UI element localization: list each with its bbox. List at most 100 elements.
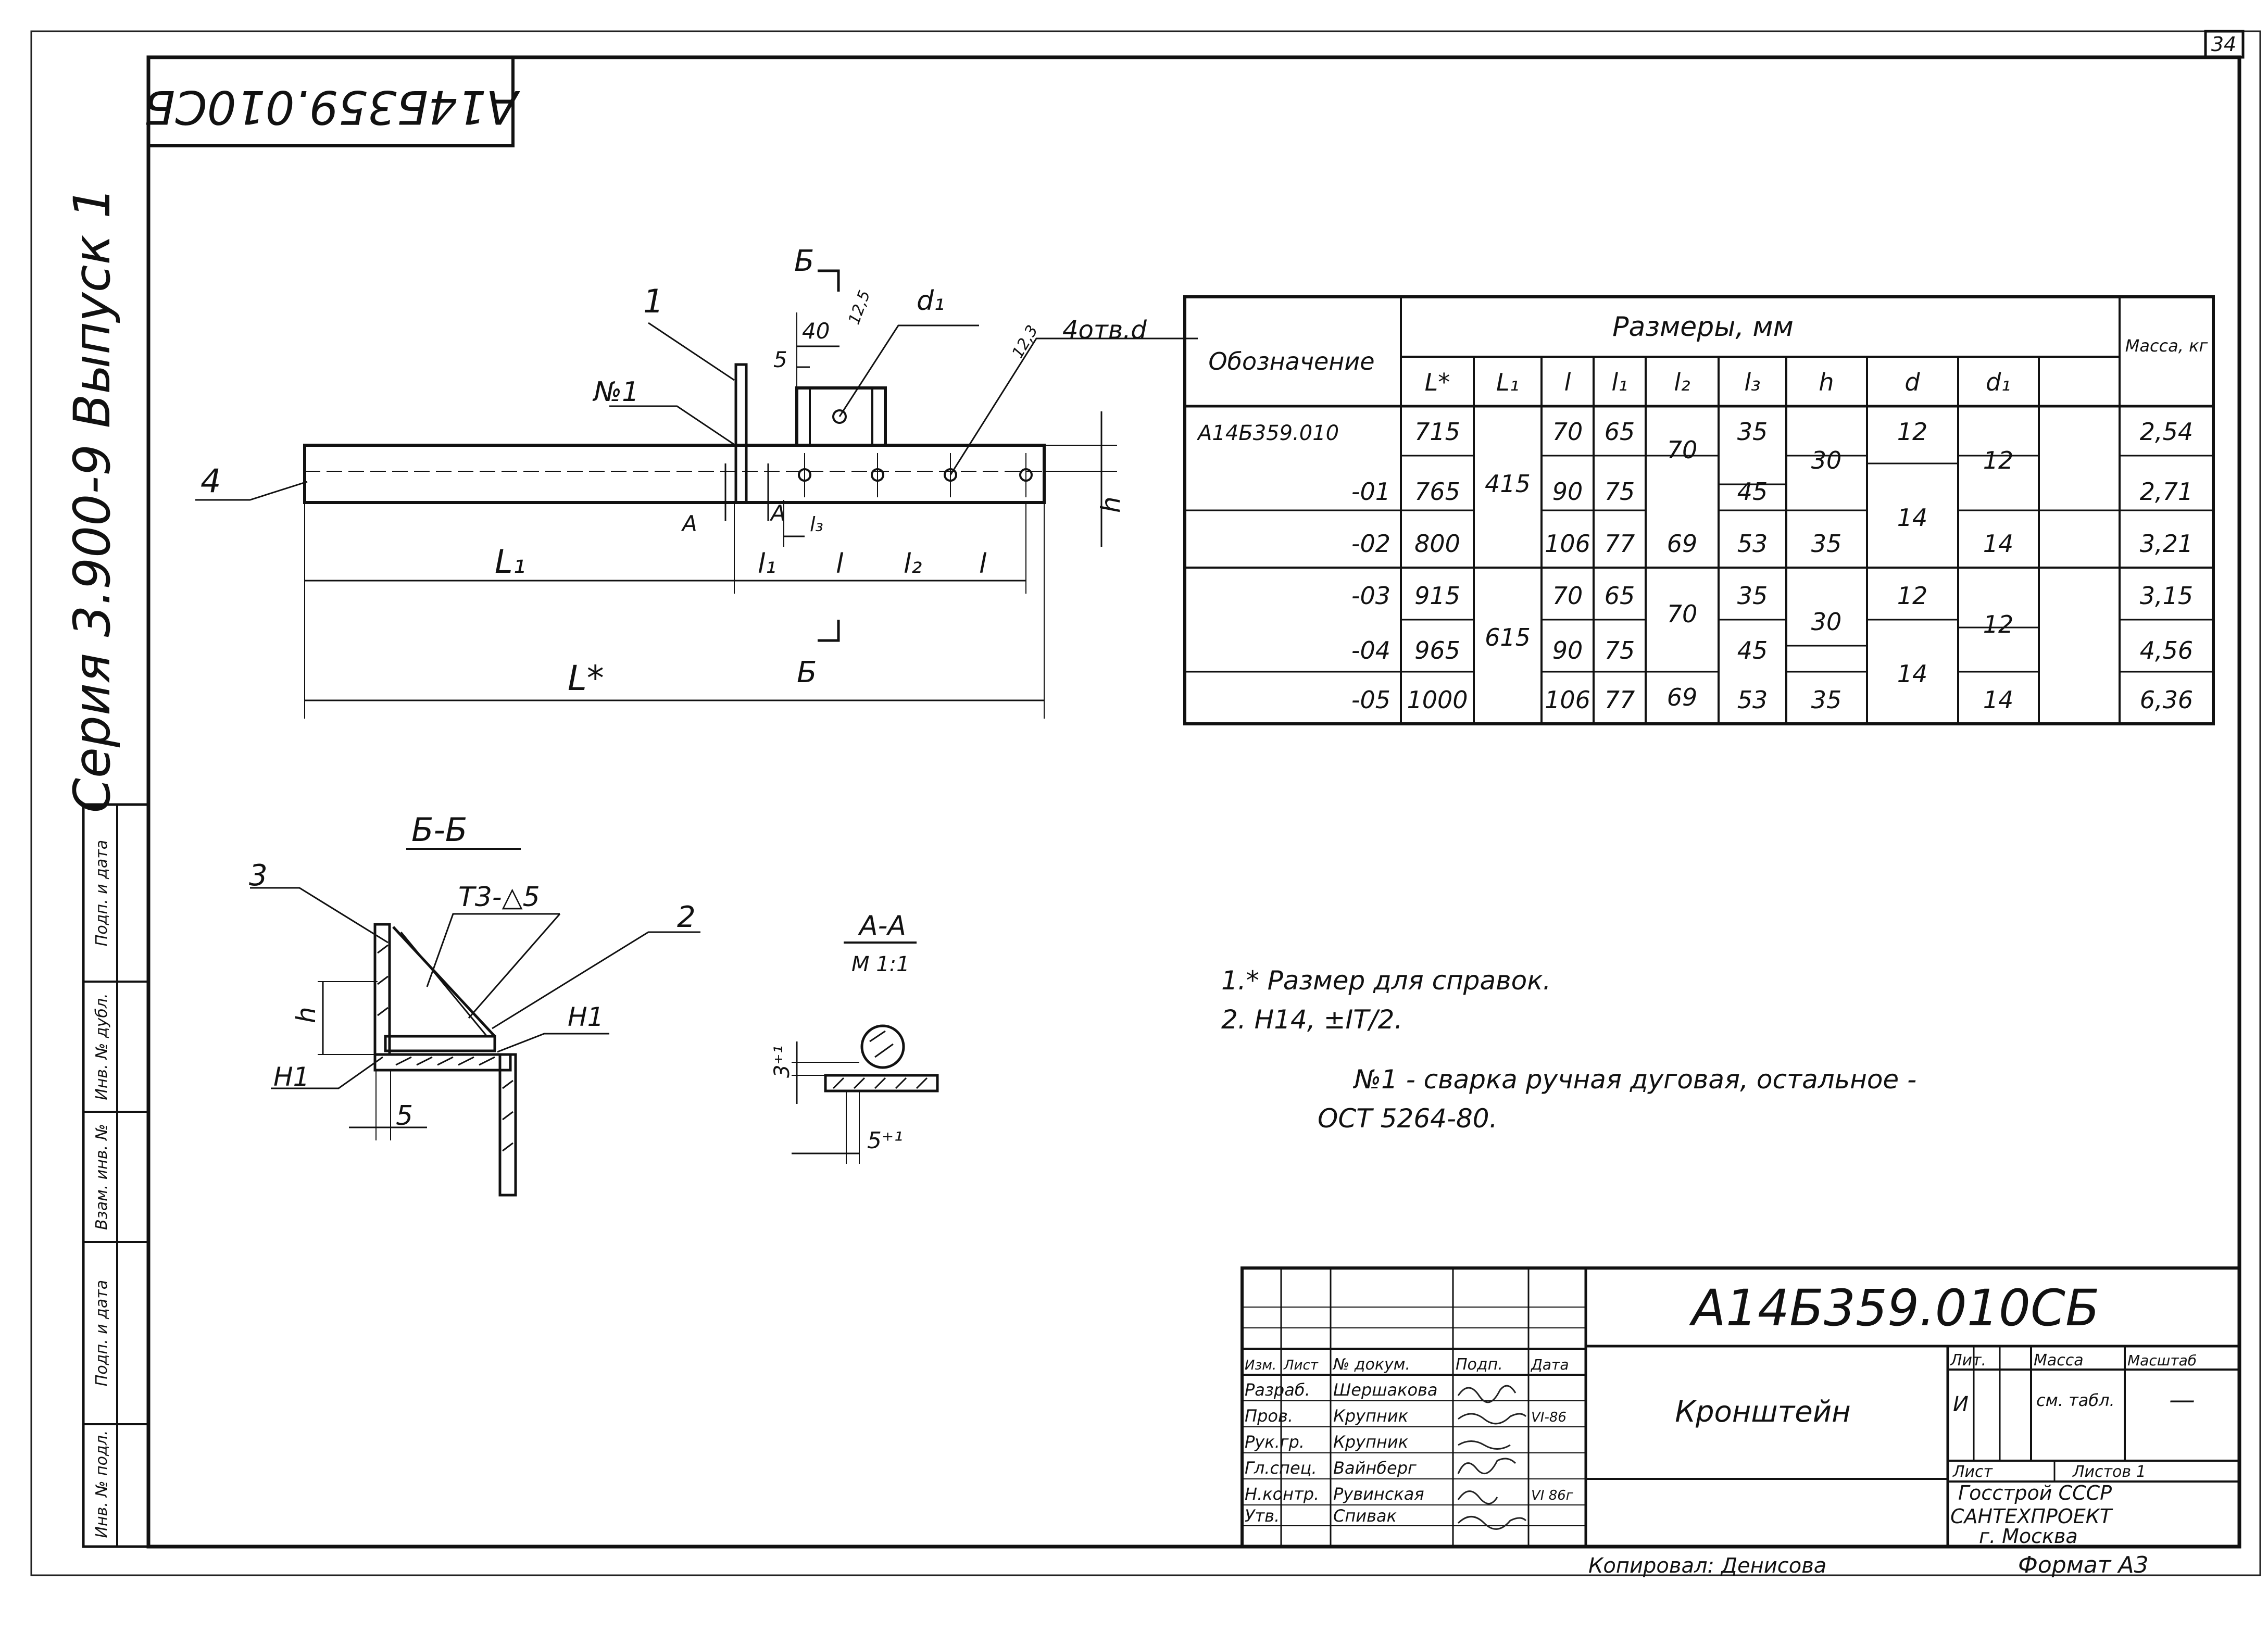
dim-l2: l₂	[904, 548, 922, 580]
row-5-L: 1000	[1407, 686, 1468, 714]
dimensions-table-text: Размеры, мм Обозначение Масса, кг L* L₁ …	[1196, 311, 2208, 714]
role-razrab: Разраб.	[1245, 1380, 1310, 1400]
copied-by: Копировал: Денисова	[1588, 1554, 1826, 1578]
pos-1-label: 1	[643, 282, 663, 320]
stamp-podp-1: Подп. и дата	[93, 1280, 111, 1386]
dim-Lstar: L*	[568, 658, 604, 698]
section-a-left: А	[681, 511, 697, 536]
merged-h-35a: 35	[1811, 530, 1842, 558]
name-nkontr: Рувинская	[1333, 1484, 1424, 1504]
hdr-izm: Изм.	[1245, 1358, 1276, 1373]
role-nkontr: Н.контр.	[1245, 1484, 1319, 1504]
series-label: Серия 3.900-9 Выпуск 1	[63, 187, 121, 813]
row-2-l3: 53	[1737, 530, 1768, 558]
org-line-3: г. Москва	[1979, 1525, 2078, 1548]
row-5-designation: -05	[1351, 686, 1390, 714]
note-2: 2. Н14, ±IT/2.	[1221, 1005, 1402, 1035]
org-line-1: Госстрой СССР	[1958, 1482, 2112, 1504]
merged-h-35b: 35	[1811, 686, 1842, 714]
mirrored-code-box	[147, 56, 515, 147]
dim-5: 5	[773, 347, 787, 372]
row-4-mass: 4,56	[2140, 636, 2193, 664]
dim-L1: L₁	[495, 543, 525, 581]
merged-l2-70b: 70	[1667, 600, 1698, 628]
dim-d1: d₁	[917, 285, 945, 317]
title-block	[1240, 1266, 2241, 1548]
col-header-L: L*	[1425, 368, 1450, 396]
row-0-mass: 2,54	[2140, 418, 2193, 446]
row-5-l1: 77	[1605, 686, 1635, 714]
weld-label: Т3-△5	[458, 882, 540, 913]
merged-h-30a: 30	[1811, 446, 1842, 474]
row-4-l3: 45	[1737, 636, 1768, 664]
hdr-list: Лист	[1283, 1358, 1319, 1373]
stamp-inv-podl: Инв. № подл.	[93, 1430, 111, 1538]
section-aa-labels: А-А М 1:1 3⁺¹ 5⁺¹	[770, 910, 910, 1154]
row-0-l1: 65	[1605, 418, 1635, 446]
format-label: Формат А3	[2018, 1552, 2149, 1578]
section-a-right: А	[769, 500, 786, 526]
holes-label: 4отв.d	[1062, 316, 1147, 345]
lit-value: И	[1953, 1392, 1969, 1416]
scale-value: —	[2169, 1385, 2195, 1415]
weld-mark-label: №1	[592, 376, 639, 408]
main-view	[195, 269, 1198, 719]
dim-12-5: 12,5	[845, 288, 874, 327]
top-block	[795, 386, 887, 447]
col-header-l: l	[1564, 368, 1571, 396]
outer-frame	[30, 30, 2261, 1576]
date-1: VI-86	[1531, 1410, 1567, 1425]
role-rukgr: Рук.гр.	[1245, 1432, 1305, 1452]
main-view-labels: 1 №1 4 Б Б А А 40 5 d₁ 12,5 12,3 4отв.d …	[201, 244, 1147, 698]
page-number-box	[2204, 30, 2245, 59]
merged-d-12b: 12	[1897, 582, 1928, 610]
col-header-L1: L₁	[1496, 368, 1519, 396]
row-4-designation: -04	[1351, 636, 1390, 664]
h1-left-label: Н1	[273, 1062, 309, 1092]
row-2-mass: 3,21	[2140, 530, 2193, 558]
section-b-bottom: Б	[797, 656, 817, 689]
role-prov: Пров.	[1245, 1406, 1293, 1426]
merged-d1-12a: 12	[1983, 446, 2014, 474]
row-1-l3: 45	[1737, 478, 1768, 506]
dim-h: h	[1096, 496, 1126, 513]
row-1-mass: 2,71	[2140, 478, 2193, 506]
row-1-l1: 75	[1605, 478, 1635, 506]
merged-d1-12b: 12	[1983, 610, 2014, 638]
notes: 1.* Размер для справок. 2. Н14, ±IT/2. №…	[1221, 965, 1916, 1134]
row-1-designation: -01	[1351, 478, 1390, 506]
col-header-l2: l₂	[1674, 368, 1690, 396]
section-bb-labels: Б-Б 3 2 Т3-△5 Н1 Н1 h 5	[249, 811, 696, 1132]
row-4-l1: 75	[1605, 636, 1635, 664]
signature-nkontr	[1457, 1490, 1498, 1504]
row-3-l1: 65	[1605, 582, 1635, 610]
table-designation-header: Обозначение	[1208, 347, 1374, 375]
col-header-l1: l₁	[1611, 368, 1627, 396]
signature-glspec	[1457, 1458, 1517, 1474]
row-0-l3: 35	[1737, 418, 1768, 446]
stamp-inv-dubl: Инв. № дубл.	[93, 993, 111, 1100]
dim-12-3: 12,3	[1009, 322, 1042, 361]
row-3-mass: 3,15	[2140, 582, 2193, 610]
merged-h-30b: 30	[1811, 608, 1842, 636]
section-bb-dim-h: h	[291, 1007, 321, 1023]
signature-prov	[1458, 1413, 1527, 1425]
inner-frame	[146, 55, 2241, 1549]
merged-d-12a: 12	[1897, 418, 1928, 446]
col-header-h: h	[1819, 368, 1834, 396]
row-5-mass: 6,36	[2140, 686, 2193, 714]
merged-d1-14b: 14	[1983, 686, 2014, 714]
stamp-vzam: Взам. инв. №	[93, 1124, 111, 1230]
signatures	[1457, 1385, 1527, 1530]
dim-l-b: l	[979, 548, 987, 580]
pos-3-label: 3	[249, 859, 268, 893]
merged-l2-70a: 70	[1667, 436, 1698, 464]
hdr-doc: № докум.	[1332, 1355, 1410, 1374]
row-3-l: 70	[1552, 582, 1583, 610]
scale-header: Масштаб	[2127, 1352, 2197, 1369]
section-bb-dim-5: 5	[396, 1100, 413, 1132]
angle-bar	[303, 444, 1046, 504]
side-stamp: Инв. № подл. Подп. и дата Взам. инв. № И…	[82, 803, 150, 1548]
mass-header: Масса	[2034, 1351, 2084, 1370]
name-prov: Крупник	[1333, 1406, 1409, 1426]
